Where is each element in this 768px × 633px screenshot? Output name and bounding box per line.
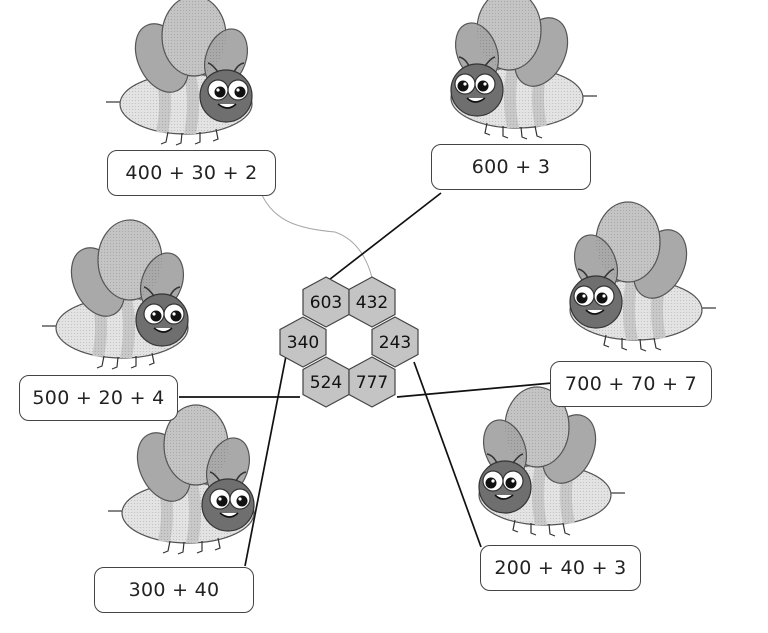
hex-label-243: 243	[379, 333, 411, 353]
hex-cell-243	[371, 316, 419, 368]
honeycomb: 603 432 340 243 524 777	[279, 276, 419, 408]
bee-6	[475, 386, 626, 537]
hex-label-524: 524	[310, 373, 342, 393]
expression-card-2: 600 + 3	[431, 144, 591, 190]
expression-card-6: 200 + 40 + 3	[480, 545, 641, 591]
connection-lines	[179, 192, 553, 567]
bee-1	[105, 0, 256, 146]
hex-label-603: 603	[310, 293, 342, 313]
bee-5	[107, 404, 258, 555]
hex-cell-340	[279, 316, 327, 368]
expression-card-5: 300 + 40	[94, 567, 254, 613]
hex-label-340: 340	[287, 333, 319, 353]
bee-4	[566, 201, 717, 352]
line-243	[413, 361, 482, 548]
hex-label-432: 432	[356, 293, 388, 313]
expression-card-3: 500 + 20 + 4	[19, 375, 178, 421]
line-777	[396, 382, 553, 398]
expression-card-1: 400 + 30 + 2	[107, 150, 276, 196]
hex-label-777: 777	[356, 373, 388, 393]
line-340	[244, 355, 287, 567]
line-603	[324, 192, 442, 284]
bee-2	[447, 0, 598, 140]
hex-cell-777	[348, 356, 396, 408]
faint-line-432	[261, 194, 375, 289]
bee-3	[41, 219, 192, 370]
expression-card-4: 700 + 70 + 7	[550, 361, 712, 407]
hex-cell-432	[348, 276, 396, 328]
